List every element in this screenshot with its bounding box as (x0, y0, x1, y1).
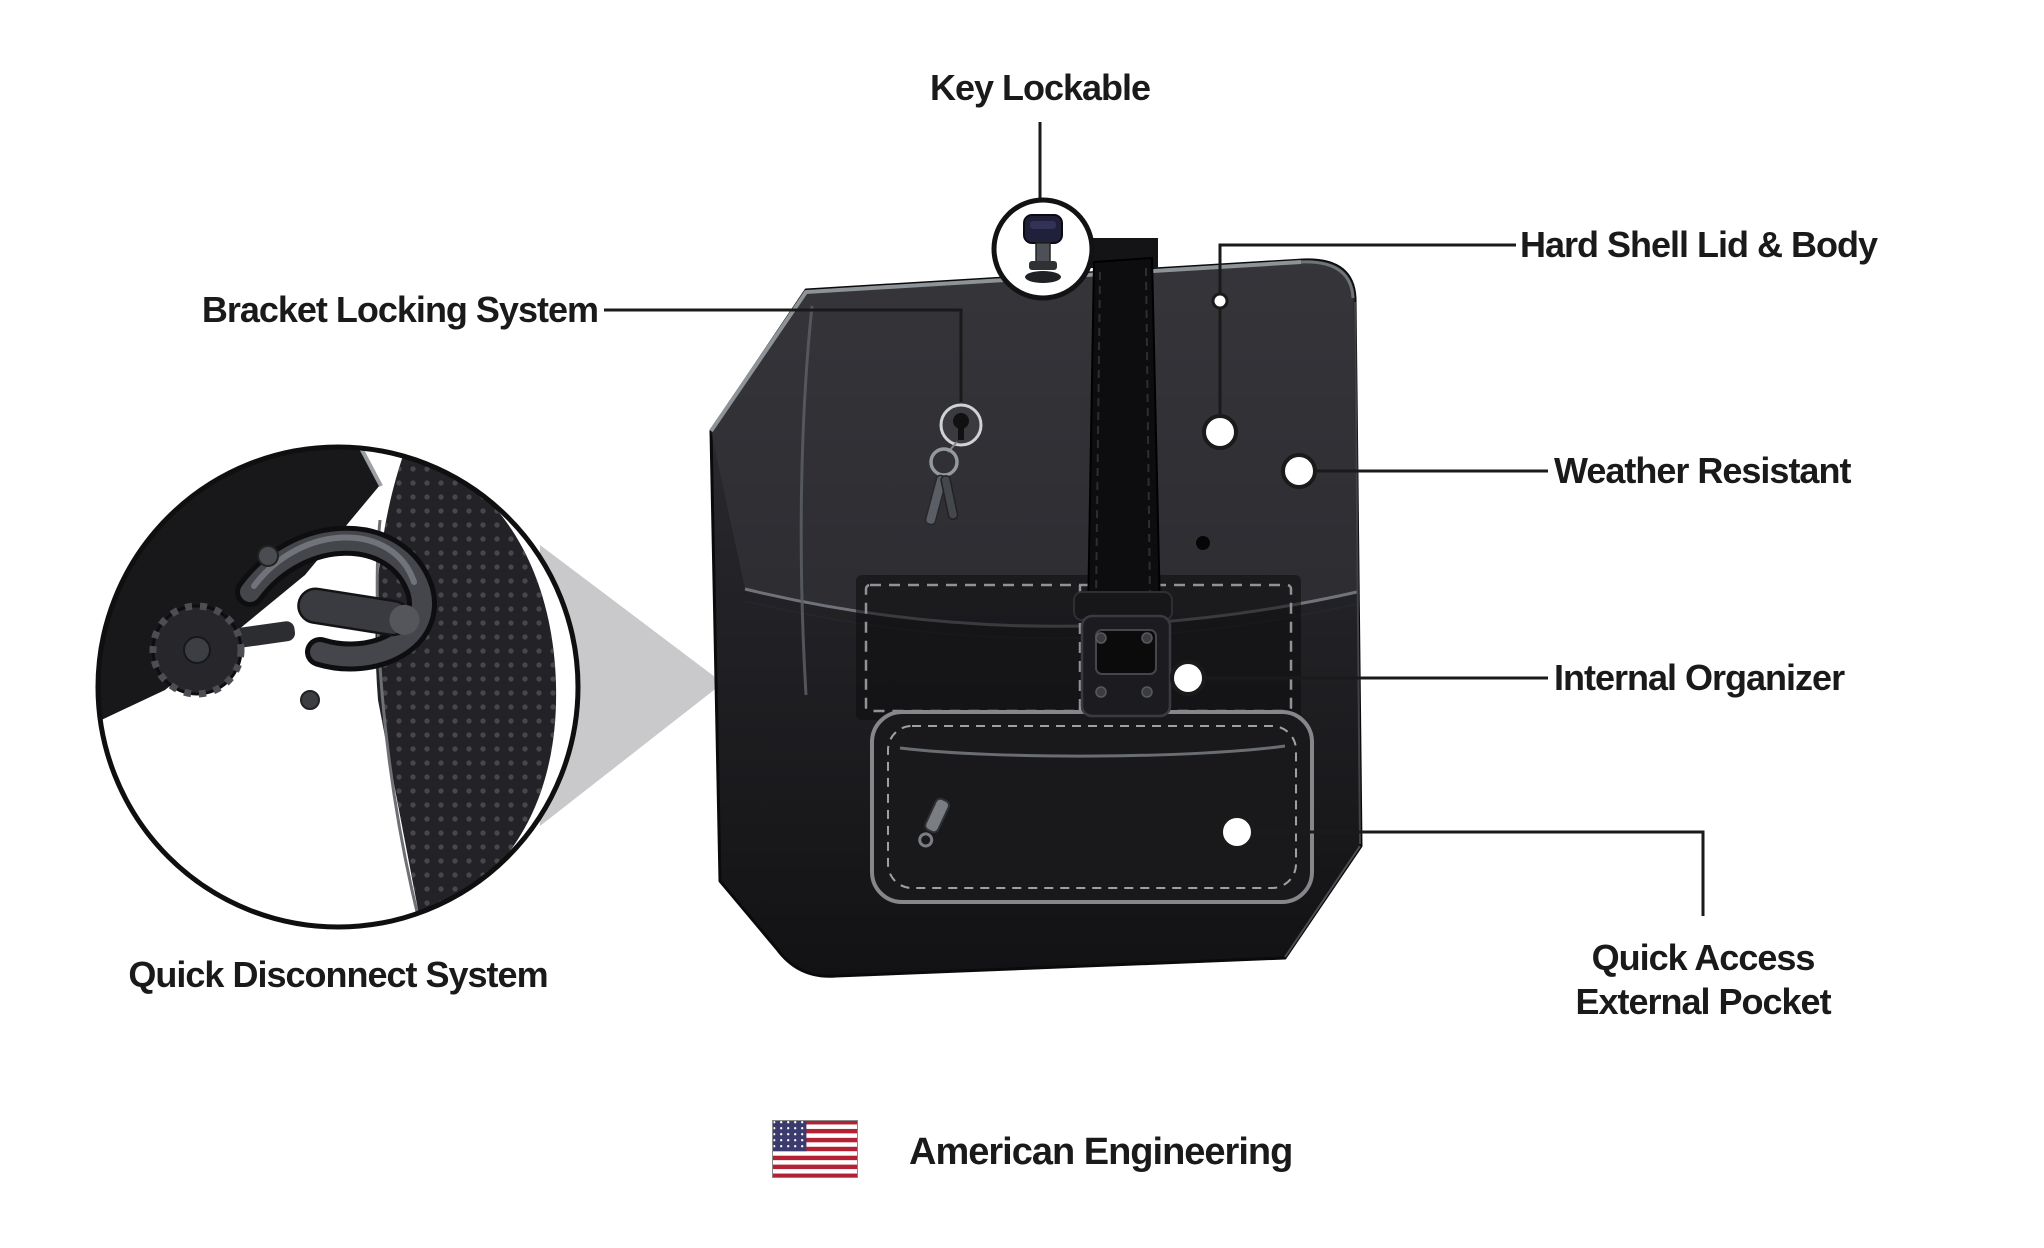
callout-marker (1281, 453, 1317, 489)
callout-lines (604, 122, 1705, 916)
quick-disconnect-inset (95, 444, 581, 930)
callout-marker (1219, 814, 1255, 850)
callout-label-internal-organizer: Internal Organizer (1554, 657, 1845, 698)
lock-keyhole-icon (924, 403, 983, 526)
strap-detail (1073, 238, 1173, 718)
callout-label-quick-disconnect: Quick Disconnect System (128, 954, 548, 995)
callout-label-weather-resistant: Weather Resistant (1554, 450, 1851, 491)
footer-tagline: American Engineering (909, 1131, 1293, 1173)
callout-label-key-lockable: Key Lockable (929, 67, 1151, 108)
zipper-pull-icon (918, 797, 950, 848)
callout-marker-small (1211, 292, 1229, 310)
inset-pointer-wedge (540, 545, 723, 826)
saddlebag-illustration (709, 238, 1363, 978)
vent-dot (1196, 536, 1210, 550)
callout-marker (1170, 660, 1206, 696)
callout-label-quick-access: Quick Access External Pocket (1575, 937, 1831, 1022)
callout-marker (1202, 414, 1238, 450)
callout-label-hard-shell: Hard Shell Lid & Body (1520, 224, 1878, 265)
external-pocket-detail (870, 710, 1314, 904)
key-icon (991, 197, 1095, 301)
callout-markers (1170, 292, 1317, 850)
callout-label-bracket-locking: Bracket Locking System (201, 289, 599, 330)
us-flag-icon (772, 1120, 858, 1178)
